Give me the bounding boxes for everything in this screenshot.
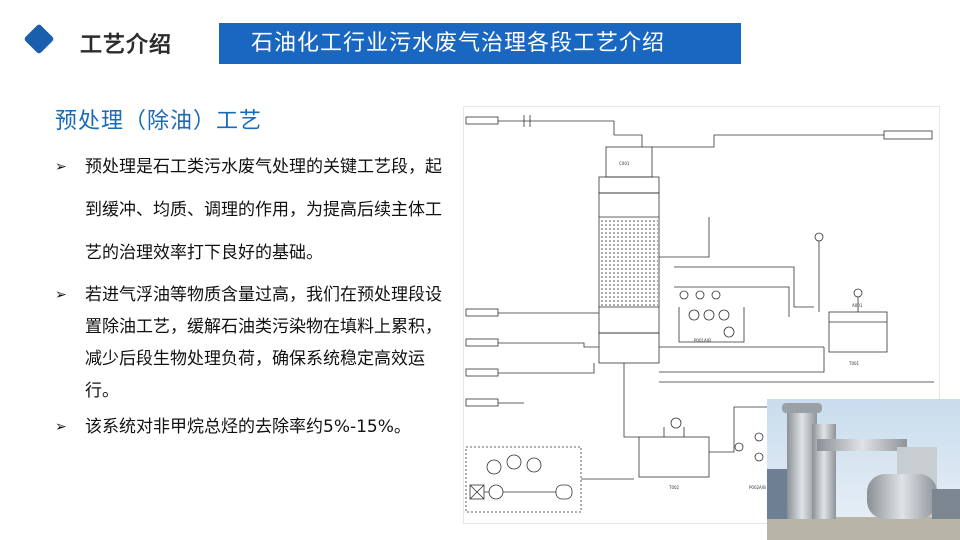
bullet-arrow-icon: ➢ xyxy=(55,287,67,303)
bullet-arrow-icon: ➢ xyxy=(55,419,67,435)
tower-label: C001 xyxy=(619,161,630,166)
bullet-text: 预处理是石工类污水废气处理的关键工艺段，起到缓冲、均质、调理的作用，为提高后续主… xyxy=(85,157,442,263)
bullet-item: ➢ 若进气浮油等物质含量过高，我们在预处理段设置除油工艺，缓解石油类污染物在填料… xyxy=(55,279,447,407)
pump-label: P001A/B xyxy=(694,338,711,343)
page-title: 石油化工行业污水废气治理各段工艺介绍 xyxy=(219,23,741,64)
bullet-list: ➢ 预处理是石工类污水废气处理的关键工艺段，起到缓冲、均质、调理的作用，为提高后… xyxy=(55,146,447,443)
tank-bottom-label: T001 xyxy=(848,361,860,366)
bullet-arrow-icon: ➢ xyxy=(55,159,67,175)
tank-bottom-label: T002 xyxy=(668,485,680,490)
diamond-icon xyxy=(23,23,55,55)
bullet-item: ➢ 预处理是石工类污水废气处理的关键工艺段，起到缓冲、均质、调理的作用，为提高后… xyxy=(55,146,447,275)
equipment-photo xyxy=(767,399,960,540)
bullet-text: 若进气浮油等物质含量过高，我们在预处理段设置除油工艺，缓解石油类污染物在填料上累… xyxy=(85,285,442,401)
section-label: 工艺介绍 xyxy=(80,33,173,58)
bullet-text: 该系统对非甲烷总烃的去除率约5%-15%。 xyxy=(85,417,411,437)
tank-label: A001 xyxy=(852,303,863,308)
process-flow-diagram: C001 A001 P001A/B P002A/B T001 T002 xyxy=(463,106,940,524)
sub-heading: 预处理（除油）工艺 xyxy=(55,109,263,134)
bullet-item: ➢ 该系统对非甲烷总烃的去除率约5%-15%。 xyxy=(55,411,447,443)
pump-label: P002A/B xyxy=(749,485,766,490)
